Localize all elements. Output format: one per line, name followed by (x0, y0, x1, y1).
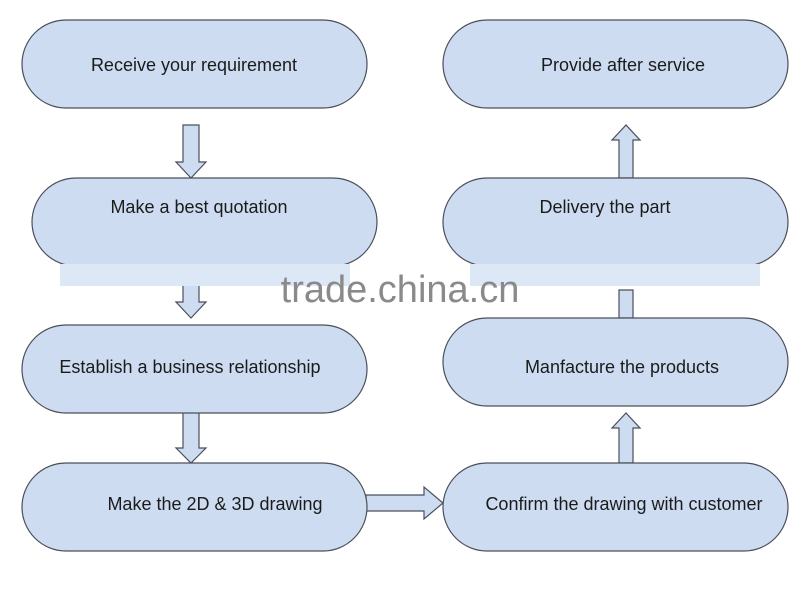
watermark-band-right (470, 264, 760, 286)
node-quotation-label: Make a best quotation (110, 197, 287, 217)
arrow-confirm-to-manufacture (610, 412, 642, 464)
node-manufacture-label: Manfacture the products (525, 357, 719, 377)
watermark: trade.china.cn (281, 269, 520, 311)
arrow-delivery-to-service (610, 124, 642, 179)
node-manufacture: Manfacture the products (442, 317, 789, 407)
node-confirm-label: Confirm the drawing with customer (485, 494, 762, 514)
node-service-label: Provide after service (541, 55, 705, 75)
node-drawing: Make the 2D & 3D drawing (21, 462, 368, 552)
node-relationship-label: Establish a business relationship (59, 357, 320, 377)
arrow-receive-to-quotation (174, 124, 208, 179)
node-delivery-label: Delivery the part (539, 197, 670, 217)
node-quotation: Make a best quotation (31, 177, 378, 267)
node-receive-label: Receive your requirement (91, 55, 297, 75)
node-relationship: Establish a business relationship (21, 324, 368, 414)
arrow-drawing-to-confirm (365, 485, 444, 521)
arrow-relationship-to-drawing (174, 411, 208, 464)
node-drawing-label: Make the 2D & 3D drawing (107, 494, 322, 514)
arrow-manufacture-to-delivery (618, 289, 634, 319)
node-service: Provide after service (442, 19, 789, 109)
node-confirm: Confirm the drawing with customer (442, 462, 789, 552)
node-delivery: Delivery the part (442, 177, 789, 267)
arrow-quotation-to-relationship (174, 284, 208, 319)
watermark-band-left (60, 264, 350, 286)
node-receive: Receive your requirement (21, 19, 368, 109)
